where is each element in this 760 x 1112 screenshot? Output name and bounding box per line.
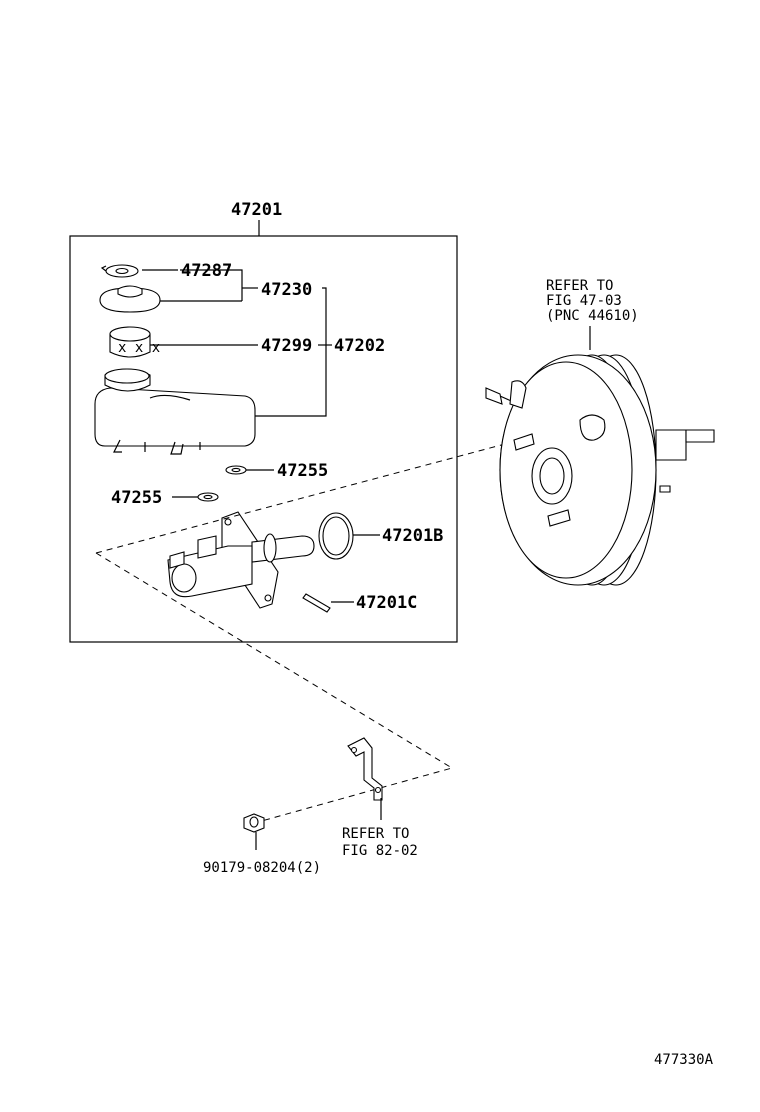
grommet-upper-part bbox=[225, 465, 247, 475]
figure-code: 477330A bbox=[654, 1052, 714, 1068]
label-assy: 47201 bbox=[231, 200, 282, 220]
bracket-part bbox=[347, 737, 383, 801]
label-bracket-ref-1: REFER TO bbox=[342, 826, 409, 842]
master-cylinder-part bbox=[167, 511, 315, 609]
label-pin: 47201C bbox=[356, 593, 417, 613]
nut-part bbox=[243, 813, 265, 833]
label-booster-ref-1: REFER TO bbox=[546, 278, 613, 294]
label-nut: 90179-08204(2) bbox=[203, 860, 321, 876]
label-strainer: 47299 bbox=[261, 336, 312, 356]
label-booster-ref-3: (PNC 44610) bbox=[546, 308, 639, 324]
svg-text:x x x: x x x bbox=[118, 340, 160, 356]
label-cap-sub: 47230 bbox=[261, 280, 312, 300]
assembly-frame bbox=[69, 235, 458, 643]
reservoir-bracket bbox=[244, 287, 327, 417]
cap-bracket bbox=[180, 269, 243, 301]
oring-part bbox=[318, 512, 354, 560]
reservoir-part bbox=[94, 368, 256, 455]
label-clip: 47287 bbox=[181, 261, 232, 281]
grommet-lower-part bbox=[197, 492, 219, 502]
alignment-line-upper bbox=[95, 439, 521, 554]
label-booster-ref-2: FIG 47-03 bbox=[546, 293, 622, 309]
alignment-line-lower bbox=[95, 552, 454, 823]
label-grommet-upper: 47255 bbox=[277, 461, 328, 481]
pin-part bbox=[302, 593, 331, 613]
strainer-part: x x x bbox=[109, 326, 160, 358]
brake-booster-part bbox=[485, 354, 715, 586]
label-reservoir: 47202 bbox=[334, 336, 385, 356]
label-grommet-lower: 47255 bbox=[111, 488, 162, 508]
label-bracket-ref-2: FIG 82-02 bbox=[342, 843, 418, 859]
clip-part bbox=[100, 264, 139, 278]
label-oring: 47201B bbox=[382, 526, 443, 546]
cap-part bbox=[99, 285, 161, 313]
